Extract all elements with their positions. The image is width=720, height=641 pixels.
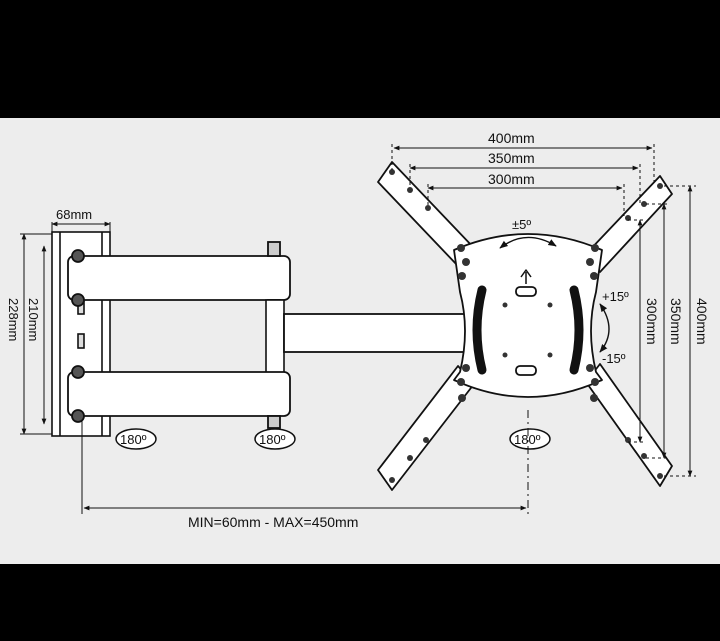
dim-300v-label: 300mm (644, 298, 660, 345)
dim-350h-label: 350mm (488, 150, 535, 166)
dim-vesa-vertical (628, 185, 696, 477)
dim-400h-label: 400mm (488, 130, 535, 146)
swivel-indicator-3: 180º (509, 428, 551, 450)
tilt-arrow (599, 303, 610, 353)
dim-228-label: 228mm (6, 298, 21, 341)
dim-68 (51, 221, 111, 232)
extension-arm (283, 313, 470, 353)
svg-text:180º: 180º (120, 432, 147, 447)
dim-350v-label: 350mm (668, 298, 684, 345)
svg-text:180º: 180º (514, 432, 541, 447)
svg-text:180º: 180º (259, 432, 286, 447)
tv-mount-diagram: 68mm 210mm 228mm 180º 180º 180º MIN=60mm… (6, 130, 710, 530)
dim-68-label: 68mm (56, 207, 92, 222)
swivel-indicator-2: 180º (254, 428, 296, 450)
dim-300h-label: 300mm (488, 171, 535, 187)
dim-vesa-horizontal (391, 144, 655, 216)
rotate-label: ±5º (512, 217, 531, 232)
dim-400v-label: 400mm (694, 298, 710, 345)
tilt-up-label: +15º (602, 289, 629, 304)
dim-extension-label: MIN=60mm - MAX=450mm (188, 514, 358, 530)
vesa-plate (377, 161, 673, 491)
swivel-indicator-1: 180º (115, 428, 157, 450)
dim-210-label: 210mm (26, 298, 41, 341)
dim-210-228 (20, 233, 52, 435)
diagram-canvas: 68mm 210mm 228mm 180º 180º 180º MIN=60mm… (0, 118, 720, 564)
lower-arm (67, 365, 291, 429)
tilt-down-label: -15º (602, 351, 626, 366)
rotate-arrow (499, 236, 557, 249)
dim-extension (81, 410, 529, 514)
elbow-joint (265, 299, 285, 379)
